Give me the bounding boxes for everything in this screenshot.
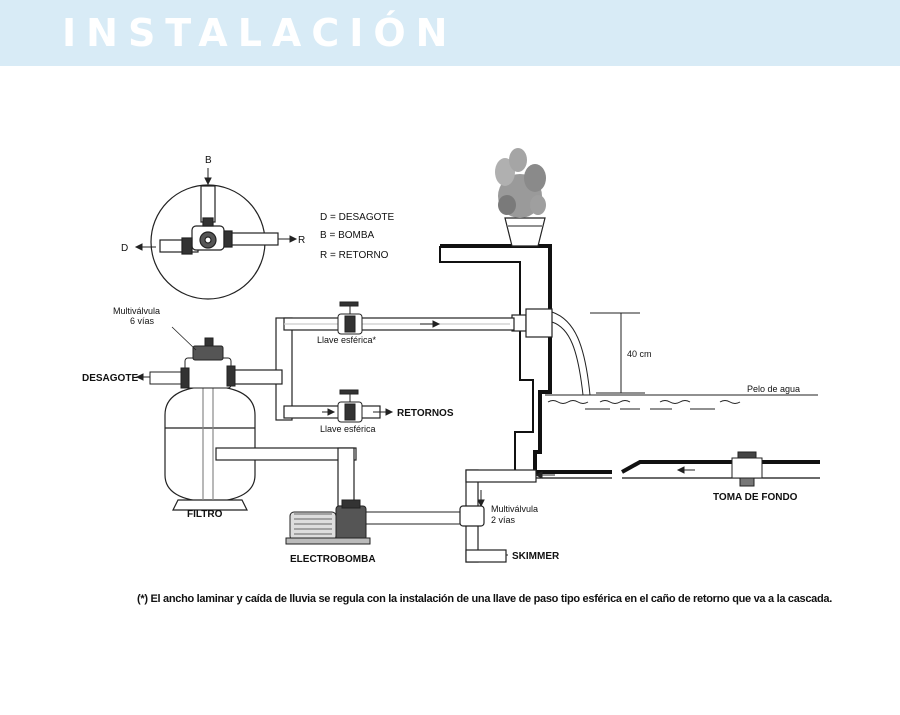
returns-label: RETORNOS bbox=[397, 408, 454, 419]
skimmer-label: SKIMMER bbox=[512, 551, 560, 562]
water-surface bbox=[545, 394, 818, 410]
return-nozzle bbox=[511, 308, 553, 338]
pump-label: ELECTROBOMBA bbox=[290, 554, 376, 565]
height-dimension bbox=[590, 312, 645, 394]
valve-detail-arrows bbox=[134, 168, 298, 251]
filter-label: FILTRO bbox=[187, 509, 223, 520]
electric-pump bbox=[285, 499, 467, 545]
bottom-drain bbox=[731, 451, 763, 487]
drain-label: DESAGOTE bbox=[82, 373, 138, 384]
decorative-plant bbox=[495, 148, 546, 247]
ball-valve-top-label: Llave esférica* bbox=[317, 335, 377, 345]
ball-valve-bottom bbox=[337, 389, 363, 423]
legend-item-retorno: R = RETORNO bbox=[320, 250, 389, 261]
return-piping bbox=[229, 317, 515, 421]
header-banner: INSTALACIÓN bbox=[0, 0, 900, 66]
ball-valve-bottom-label: Llave esférica bbox=[320, 424, 376, 434]
multivalve-6-label-line1: Multiválvula bbox=[113, 306, 160, 316]
filter-tank bbox=[164, 385, 256, 511]
ball-valve-top bbox=[337, 301, 363, 335]
valve-detail-label-b: B bbox=[205, 155, 212, 166]
multivalve-2-label-line1: Multiválvula bbox=[491, 504, 538, 514]
height-label: 40 cm bbox=[627, 349, 652, 359]
multivalve-2-label-line2: 2 vías bbox=[491, 515, 516, 525]
legend-item-bomba: B = BOMBA bbox=[320, 230, 375, 241]
bottom-drain-label: TOMA DE FONDO bbox=[713, 492, 798, 503]
cascade-water bbox=[551, 311, 591, 396]
filter-pump-pipe bbox=[215, 447, 357, 507]
page-title: INSTALACIÓN bbox=[62, 11, 458, 55]
valve-detail-label-d: D bbox=[121, 243, 128, 254]
legend-item-desagote: D = DESAGOTE bbox=[320, 212, 395, 223]
footnote: (*) El ancho laminar y caída de lluvia s… bbox=[137, 593, 832, 605]
valve-detail bbox=[150, 184, 279, 300]
suction-piping bbox=[459, 469, 537, 563]
multiport-valve-6 bbox=[149, 337, 236, 389]
valve-detail-label-r: R bbox=[298, 235, 305, 246]
multivalve-6-label-line2: 6 vías bbox=[130, 316, 155, 326]
water-level-label: Pelo de agua bbox=[747, 384, 800, 394]
pool-structure bbox=[439, 244, 820, 479]
